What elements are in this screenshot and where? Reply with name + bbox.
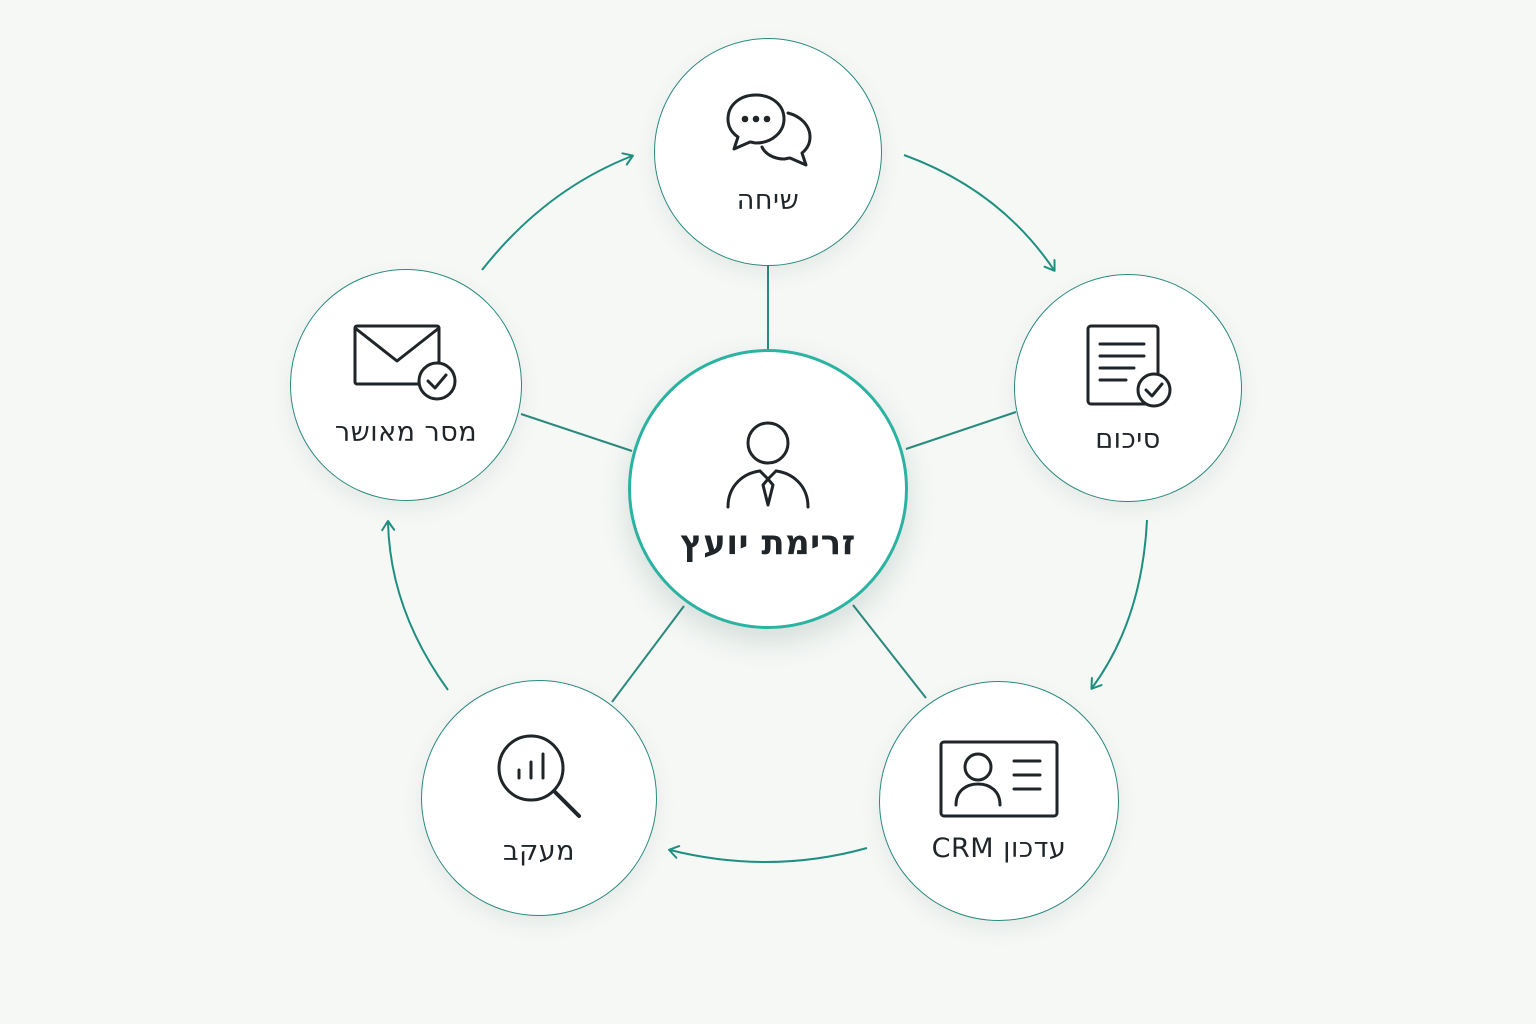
arrow-crm-to-tracking [668,845,868,864]
step-node-crm: עדכון CRM [879,681,1119,921]
spoke-approved-message [520,413,633,452]
arrow-summary-to-crm [1090,519,1148,690]
step-label-approved-message: מסר מאושר [334,416,478,448]
center-node: זרימת יועץ [628,349,908,629]
contact-card-icon [938,739,1060,819]
chat-bubbles-icon [722,89,814,171]
center-label: זרימת יועץ [680,523,856,563]
document-check-icon [1082,322,1174,410]
step-node-approved-message: מסר מאושר [290,269,522,501]
step-node-summary: סיכום [1014,274,1242,502]
spoke-summary [905,411,1017,450]
step-label-conversation: שיחה [736,184,800,216]
envelope-check-icon [352,323,460,403]
step-node-tracking: מעקב [421,680,657,916]
arrow-tracking-to-approved-message [381,520,449,691]
step-label-tracking: מעקב [502,835,575,867]
spoke-tracking [611,605,685,703]
advisor-person-tie-icon [720,415,816,511]
step-label-summary: סיכום [1095,423,1161,455]
step-node-conversation: שיחה [654,38,882,266]
step-label-crm: עדכון CRM [931,832,1067,864]
analytics-search-icon [493,730,585,822]
arrow-approved-message-to-conversation [481,152,634,271]
arrow-conversation-to-summary [903,154,1056,272]
spoke-crm [852,604,927,699]
